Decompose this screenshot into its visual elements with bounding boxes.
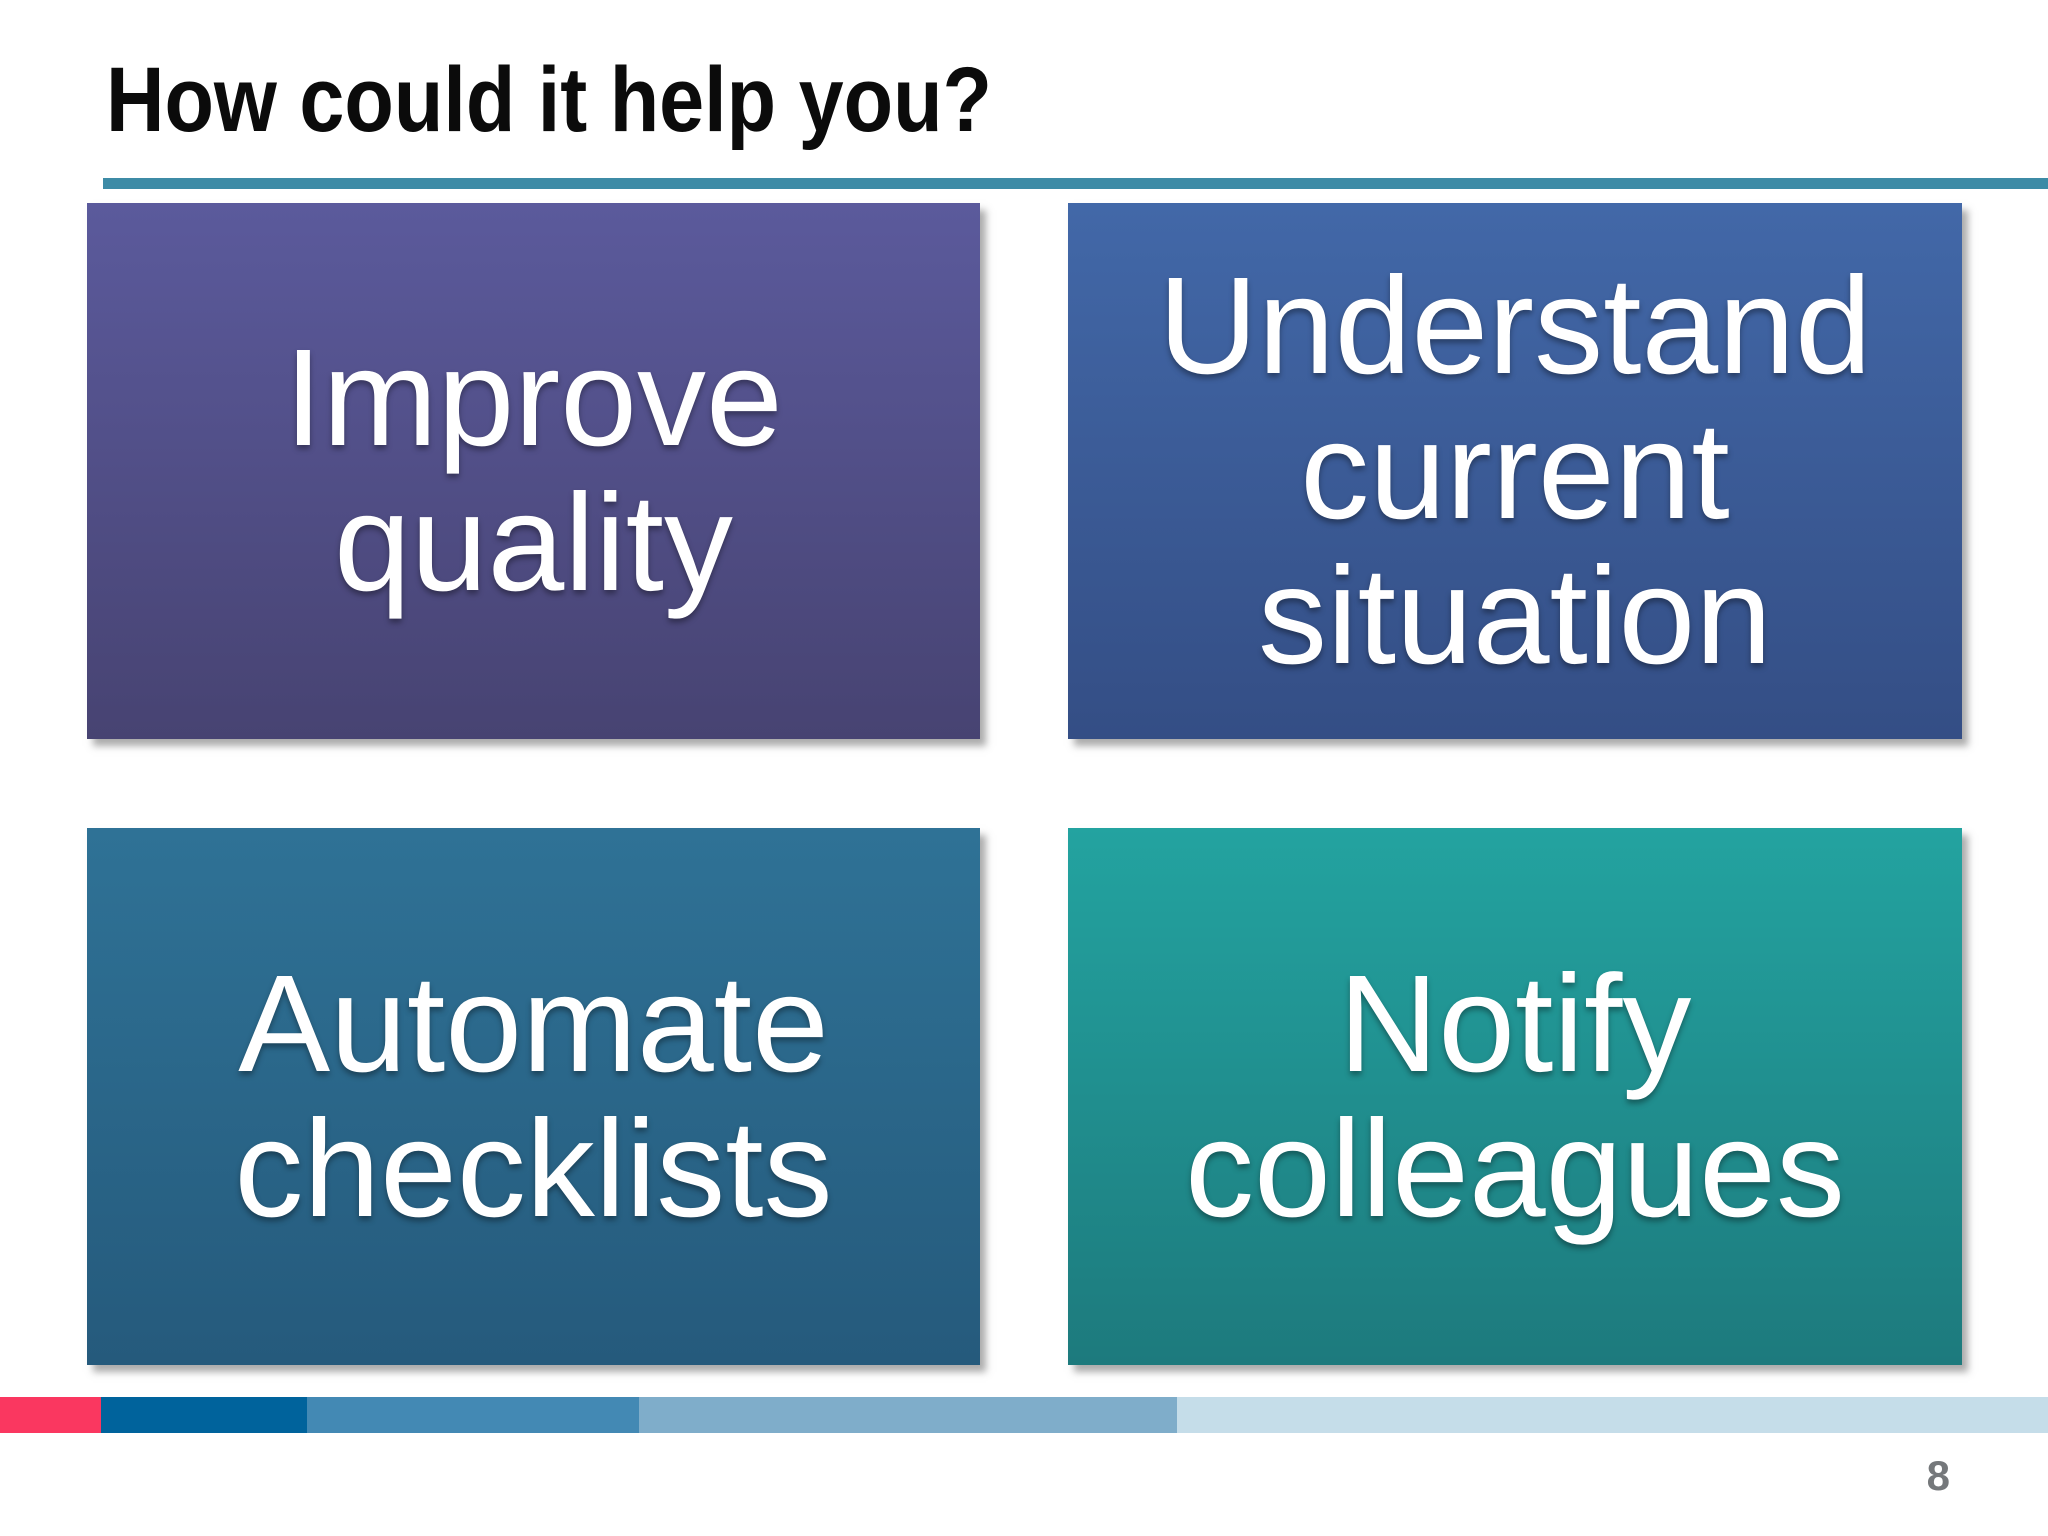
stripe-segment-pale-blue [1177, 1397, 2048, 1433]
box-text-line: Notify [1338, 946, 1692, 1101]
page-title: How could it help you? [106, 48, 1113, 152]
title-underline-rule [103, 178, 2048, 189]
stripe-segment-light-blue [639, 1397, 1177, 1433]
stripe-segment-medium-blue [307, 1397, 639, 1433]
box-text-line: Improve [284, 321, 783, 475]
smartart-box-notify-colleagues: Notify colleagues [1068, 828, 1962, 1365]
box-text-line: Automate [238, 946, 829, 1101]
page-title-text: How could it help you? [106, 49, 993, 151]
footer-stripe [0, 1397, 2048, 1433]
box-text-line: colleagues [1185, 1091, 1845, 1246]
smartart-box-automate-checklists: Automate checklists [87, 828, 980, 1365]
box-text-line: Understand [1158, 248, 1872, 403]
page-number: 8 [1926, 1452, 1950, 1499]
smartart-box-improve-quality: Improve quality [87, 203, 980, 739]
stripe-segment-pink [0, 1397, 101, 1433]
box-text-line: current [1300, 393, 1730, 548]
stripe-segment-dark-blue [101, 1397, 307, 1433]
smartart-box-understand-current-situation: Understand current situation [1068, 203, 1962, 739]
box-text-line: quality [334, 466, 733, 620]
box-text-line: checklists [234, 1091, 833, 1246]
box-text-line: situation [1258, 538, 1772, 693]
